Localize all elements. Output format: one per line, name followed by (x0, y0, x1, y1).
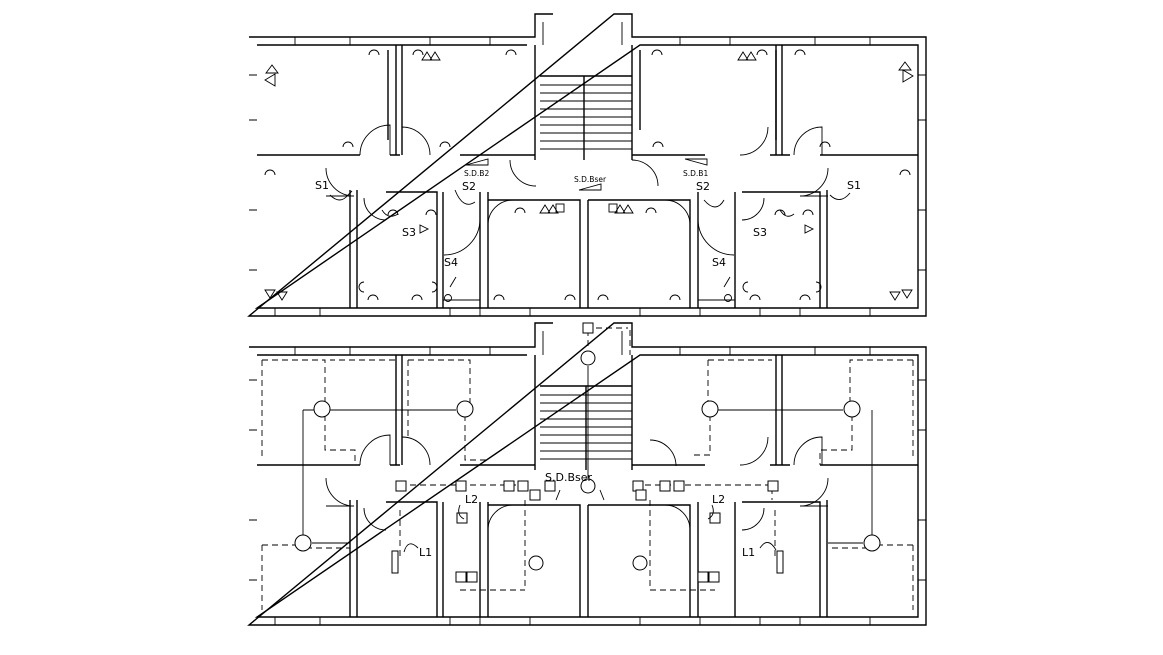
bottom-wall-lights (395, 322, 779, 583)
label-s3-right: S3 (753, 226, 767, 239)
light-fixture-room-4 (843, 400, 861, 418)
label-sdb2: S.D.B2 (464, 169, 489, 178)
light-fixture-stair-top (580, 350, 596, 366)
label-l2-right: L2 (712, 493, 725, 506)
label-l2-left: L2 (465, 493, 478, 506)
label-s4-right: S4 (712, 256, 726, 269)
light-fixture-bath-left (528, 555, 544, 571)
top-partitions (257, 45, 918, 308)
label-l1-right: L1 (742, 546, 755, 559)
label-s2-left: S2 (462, 180, 476, 193)
light-fixture-stair-landing (580, 478, 596, 494)
light-fixture-room-2 (456, 400, 474, 418)
bottom-light-fixtures (294, 350, 881, 571)
bottom-windows (249, 347, 926, 625)
bottom-labels: S.D.Bser L1 L1 L2 L2 (419, 471, 755, 559)
label-l1-left: L1 (419, 546, 432, 559)
label-s4-left: S4 (444, 256, 458, 269)
top-staircase (534, 45, 633, 160)
light-fixture-bath-right (632, 555, 648, 571)
top-windows (249, 37, 926, 316)
label-s1-left: S1 (315, 179, 329, 192)
light-fixture-room-5 (294, 534, 312, 552)
top-outlet-triangles (264, 51, 914, 301)
top-floor-plan: S.D.B2 S.D.B1 S.D.Bser S1 S1 S2 S2 S3 S3… (247, 13, 927, 317)
top-doors (325, 124, 829, 256)
label-sdbser-top: S.D.Bser (574, 175, 607, 184)
label-sdbser-bottom: S.D.Bser (545, 471, 592, 484)
label-sdb1: S.D.B1 (683, 169, 708, 178)
top-switch-leaders (329, 189, 851, 302)
label-s2-right: S2 (696, 180, 710, 193)
light-fixture-room-3 (701, 400, 719, 418)
label-s3-left: S3 (402, 226, 416, 239)
bottom-staircase (534, 355, 633, 470)
bottom-floor-plan: S.D.Bser L1 L1 L2 L2 (247, 322, 927, 626)
bottom-switch-leaders (403, 489, 777, 553)
bottom-fluorescent-tubes (391, 550, 784, 574)
light-fixture-room-6 (863, 534, 881, 552)
top-distribution-boards (465, 158, 708, 191)
top-socket-symbols (264, 49, 911, 301)
light-fixture-room-1 (313, 400, 331, 418)
top-labels: S.D.B2 S.D.B1 S.D.Bser S1 S1 S2 S2 S3 S3… (315, 169, 861, 269)
label-s1-right: S1 (847, 179, 861, 192)
bottom-doors (325, 434, 829, 531)
